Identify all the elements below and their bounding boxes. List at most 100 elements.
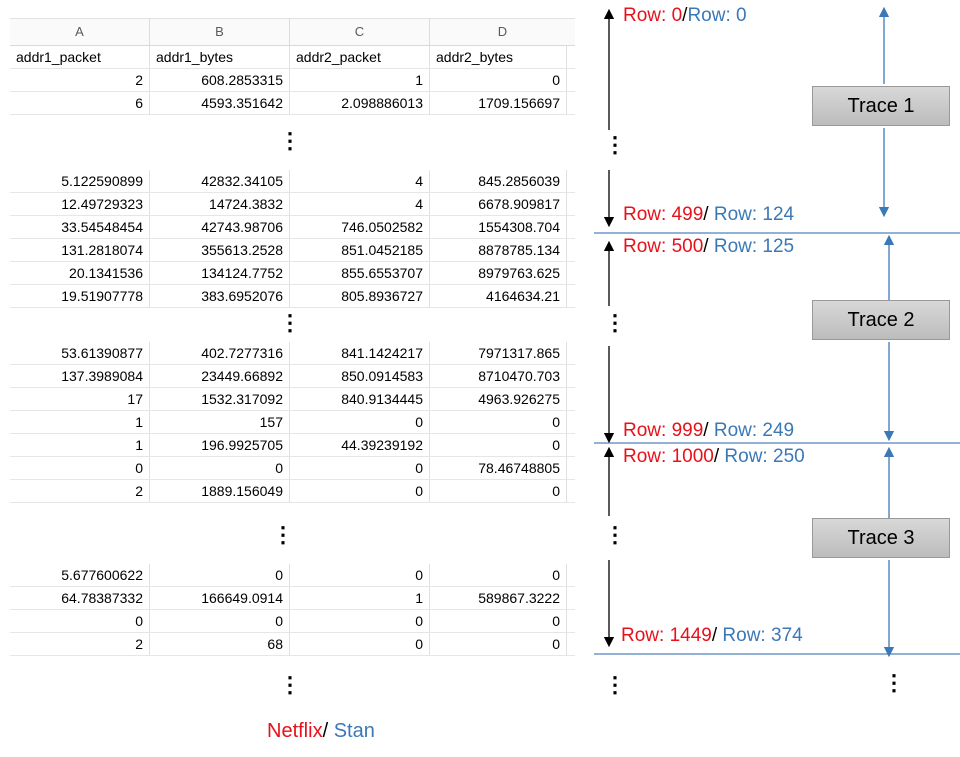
field-name-cell[interactable]: addr1_bytes xyxy=(150,46,290,68)
table-cell[interactable]: 42832.34105 xyxy=(150,170,290,192)
table-cell[interactable]: 42743.98706 xyxy=(150,216,290,238)
table-cell[interactable]: 1889.156049 xyxy=(150,480,290,502)
table-cell[interactable]: 23449.66892 xyxy=(150,365,290,387)
table-cell[interactable]: 2 xyxy=(10,633,150,655)
table-cell[interactable]: 608.2853315 xyxy=(150,69,290,91)
table-cell[interactable]: 19.51907778 xyxy=(10,285,150,307)
table-cell[interactable]: 855.6553707 xyxy=(290,262,430,284)
table-cell[interactable]: 805.8936727 xyxy=(290,285,430,307)
table-cell[interactable]: 0 xyxy=(10,610,150,632)
table-cell[interactable]: 0 xyxy=(150,610,290,632)
table-cell[interactable]: 2.098886013 xyxy=(290,92,430,114)
table-cell[interactable]: 0 xyxy=(290,457,430,479)
table-cell[interactable]: 746.0502582 xyxy=(290,216,430,238)
table-cell[interactable]: 0 xyxy=(290,411,430,433)
table-cell[interactable]: 4 xyxy=(290,193,430,215)
table-cell[interactable]: 1 xyxy=(10,411,150,433)
netflix-row-label: Row: 1000 xyxy=(623,446,714,467)
table-cell[interactable]: 0 xyxy=(430,69,567,91)
table-cell[interactable]: 1 xyxy=(290,587,430,609)
table-cell[interactable]: 355613.2528 xyxy=(150,239,290,261)
table-cell[interactable]: 4963.926275 xyxy=(430,388,567,410)
stan-row-label: Row: 125 xyxy=(713,236,795,257)
table-cell[interactable]: 841.1424217 xyxy=(290,342,430,364)
table-cell[interactable]: 0 xyxy=(290,610,430,632)
table-cell[interactable]: 4 xyxy=(290,170,430,192)
table-cell[interactable]: 840.9134445 xyxy=(290,388,430,410)
table-cell[interactable]: 4164634.21 xyxy=(430,285,567,307)
table-cell[interactable]: 0 xyxy=(10,457,150,479)
table-cell[interactable]: 1554308.704 xyxy=(430,216,567,238)
table-cell[interactable]: 383.6952076 xyxy=(150,285,290,307)
table-cell[interactable]: 6678.909817 xyxy=(430,193,567,215)
table-cell[interactable]: 0 xyxy=(150,564,290,586)
table-cell[interactable]: 7971317.865 xyxy=(430,342,567,364)
stan-row-label: Row: 124 xyxy=(713,204,795,225)
table-cell[interactable]: 402.7277316 xyxy=(150,342,290,364)
table-cell[interactable]: 157 xyxy=(150,411,290,433)
column-header-c[interactable]: C xyxy=(290,19,430,45)
table-cell[interactable]: 1532.317092 xyxy=(150,388,290,410)
table-cell[interactable]: 134124.7752 xyxy=(150,262,290,284)
column-header-d[interactable]: D xyxy=(497,24,508,39)
table-cell[interactable]: 33.54548454 xyxy=(10,216,150,238)
column-header-a[interactable]: A xyxy=(10,19,150,45)
trace-1-box: Trace 1 xyxy=(812,86,950,126)
table-cell[interactable]: 68 xyxy=(150,633,290,655)
table-cell[interactable]: 53.61390877 xyxy=(10,342,150,364)
table-cell[interactable]: 0 xyxy=(430,633,567,655)
column-header-b[interactable]: B xyxy=(150,19,290,45)
field-name-cell[interactable]: addr2_bytes xyxy=(430,46,567,68)
table-cell[interactable]: 6 xyxy=(10,92,150,114)
table-cell[interactable]: 131.2818074 xyxy=(10,239,150,261)
table-cell[interactable]: 0 xyxy=(150,457,290,479)
table-cell[interactable]: 137.3989084 xyxy=(10,365,150,387)
table-cell[interactable]: 78.46748805 xyxy=(430,457,567,479)
table-cell[interactable]: 5.677600622 xyxy=(10,564,150,586)
table-cell[interactable]: 8878785.134 xyxy=(430,239,567,261)
table-cell[interactable]: 0 xyxy=(430,480,567,502)
field-name-cell[interactable]: addr2_packet xyxy=(290,46,430,68)
table-cell[interactable]: 0 xyxy=(430,411,567,433)
table-cell[interactable]: 1 xyxy=(10,434,150,456)
table-cell[interactable]: 0 xyxy=(290,633,430,655)
table-cell[interactable]: 4593.351642 xyxy=(150,92,290,114)
table-cell[interactable]: 1 xyxy=(290,69,430,91)
table-cell[interactable]: 166649.0914 xyxy=(150,587,290,609)
table-cell[interactable]: 851.0452185 xyxy=(290,239,430,261)
trace-2-box: Trace 2 xyxy=(812,300,950,340)
table-cell[interactable]: 14724.3832 xyxy=(150,193,290,215)
table-cell[interactable]: 8710470.703 xyxy=(430,365,567,387)
table-cell[interactable]: 845.2856039 xyxy=(430,170,567,192)
table-cell[interactable]: 20.1341536 xyxy=(10,262,150,284)
table-cell[interactable]: 0 xyxy=(290,480,430,502)
table-cell[interactable]: 0 xyxy=(430,564,567,586)
table-cell[interactable]: 17 xyxy=(10,388,150,410)
table-cell[interactable]: 850.0914583 xyxy=(290,365,430,387)
table-cell[interactable]: 0 xyxy=(430,434,567,456)
table-cell[interactable]: 1709.156697 xyxy=(430,92,567,114)
table-cell[interactable]: 5.122590899 xyxy=(10,170,150,192)
field-name-cell[interactable]: addr1_packet xyxy=(10,46,150,68)
table-cell[interactable]: 196.9925705 xyxy=(150,434,290,456)
table-cell[interactable]: 12.49729323 xyxy=(10,193,150,215)
table-cell[interactable]: 64.78387332 xyxy=(10,587,150,609)
table-cell[interactable]: 0 xyxy=(290,564,430,586)
table-cell[interactable]: 589867.3222 xyxy=(430,587,567,609)
table-cell[interactable]: 2 xyxy=(10,480,150,502)
table-cell[interactable]: 8979763.625 xyxy=(430,262,567,284)
table-cell[interactable]: 2 xyxy=(10,69,150,91)
row-label-pair: Row: 1449/ Row: 374 xyxy=(621,625,803,646)
table-cell[interactable]: 0 xyxy=(430,610,567,632)
table-cell[interactable]: 44.39239192 xyxy=(290,434,430,456)
